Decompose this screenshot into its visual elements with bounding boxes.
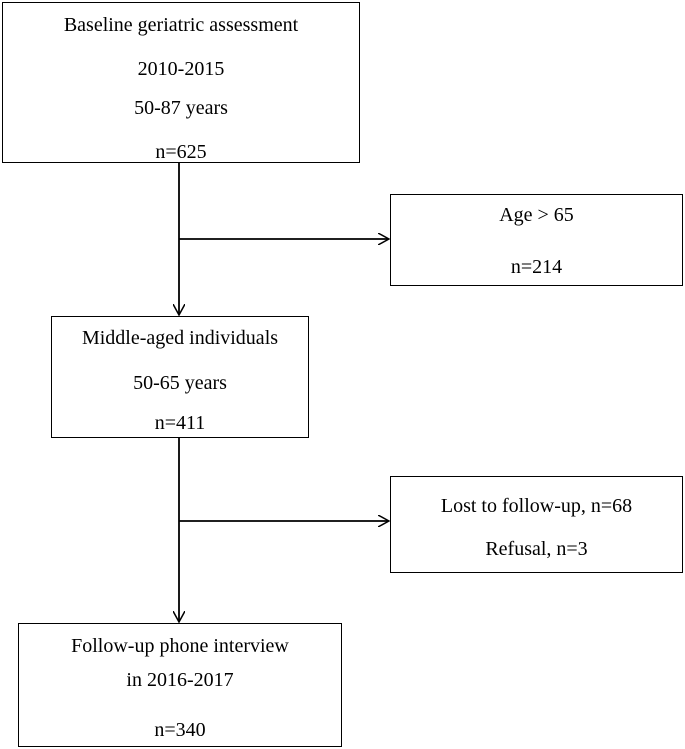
middle-aged-age-range: 50-65 years <box>133 372 227 394</box>
middle-aged-title: Middle-aged individuals <box>81 327 279 349</box>
baseline-count: n=625 <box>155 141 207 163</box>
followup-period: in 2016-2017 <box>126 669 234 691</box>
lost-followup-label: Lost to follow-up, n=68 <box>440 495 633 517</box>
followup-title: Follow-up phone interview <box>71 635 289 657</box>
baseline-period: 2010-2015 <box>137 58 225 80</box>
followup-box: Follow-up phone interview in 2016-2017 n… <box>18 623 342 747</box>
middle-aged-count: n=411 <box>154 412 206 434</box>
age-exclusion-count: n=214 <box>510 256 563 278</box>
baseline-age-range: 50-87 years <box>134 97 228 119</box>
baseline-title: Baseline geriatric assessment <box>63 14 299 36</box>
middle-aged-box: Middle-aged individuals 50-65 years n=41… <box>51 316 309 438</box>
age-exclusion-box: Age > 65 n=214 <box>390 194 683 286</box>
lost-followup-box: Lost to follow-up, n=68 Refusal, n=3 <box>390 476 683 573</box>
baseline-box: Baseline geriatric assessment 2010-2015 … <box>2 2 360 163</box>
age-exclusion-label: Age > 65 <box>499 204 574 226</box>
refusal-label: Refusal, n=3 <box>485 538 588 560</box>
followup-count: n=340 <box>154 719 206 741</box>
